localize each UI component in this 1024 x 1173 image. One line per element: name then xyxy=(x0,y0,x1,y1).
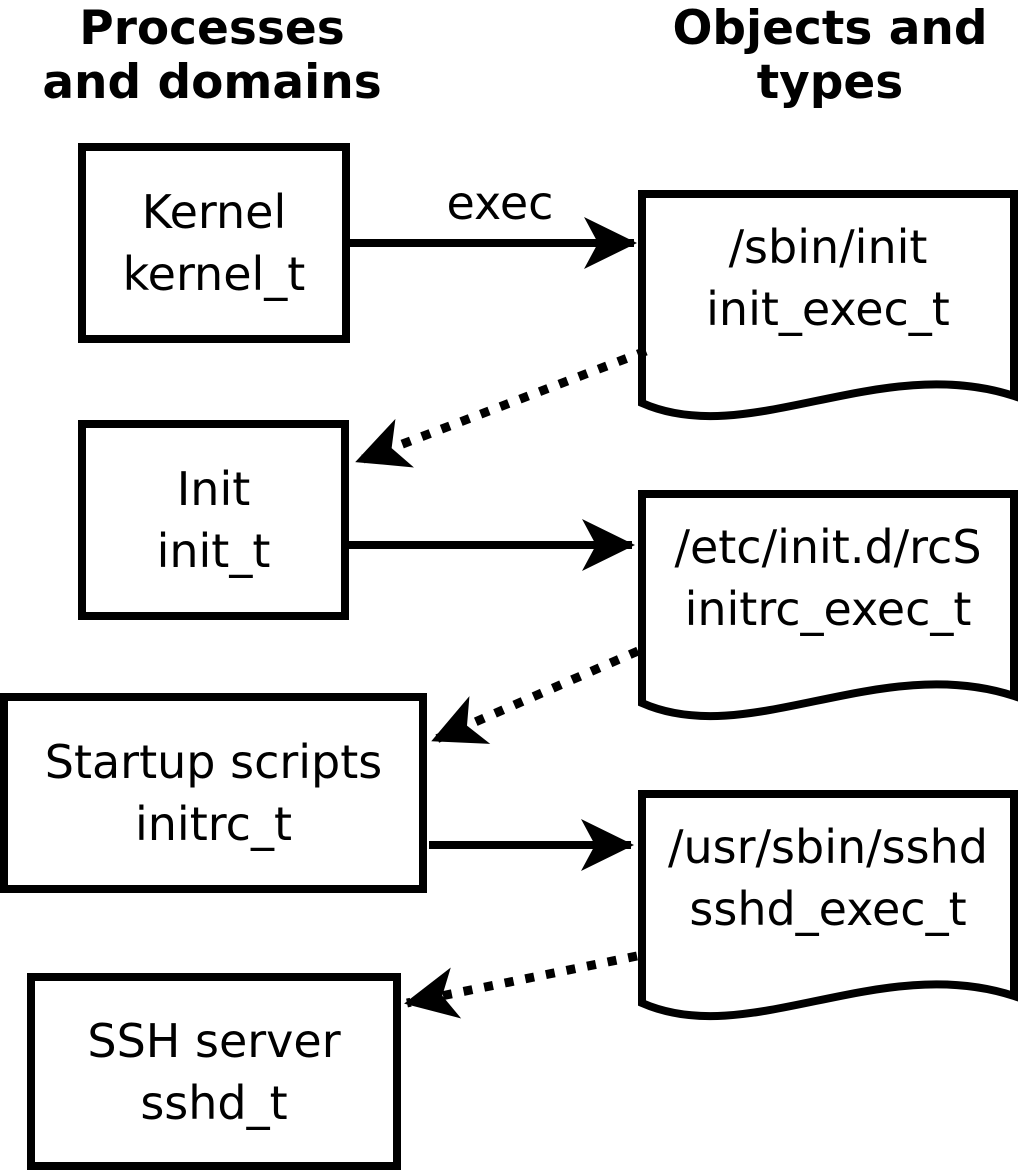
process-box-sshd xyxy=(27,973,401,1170)
process-domain: kernel_t xyxy=(122,247,306,301)
document-shape-sshd-exec xyxy=(638,790,1018,1021)
process-domain: initrc_t xyxy=(135,797,292,851)
exec-arrow-label: exec xyxy=(446,176,554,230)
document-shape-initrc-exec xyxy=(638,490,1018,721)
process-domain: sshd_t xyxy=(140,1075,288,1130)
object-path: /etc/init.d/rcS xyxy=(674,520,982,574)
object-type: sshd_exec_t xyxy=(689,882,967,936)
object-label-sshd-exec: /usr/sbin/sshd sshd_exec_t xyxy=(640,796,1016,960)
dotted-arrow-initrc-exec-to-initrc xyxy=(431,646,640,745)
process-box-init xyxy=(78,420,349,620)
object-type: init_exec_t xyxy=(706,282,950,336)
dotted-arrow-init-exec-to-init xyxy=(355,346,648,468)
column-header-objects: Objects and types xyxy=(672,1,988,110)
process-name: Kernel xyxy=(141,185,287,239)
dotted-arrow-sshd-exec-to-sshd xyxy=(404,951,638,1019)
object-type: initrc_exec_t xyxy=(684,582,972,636)
process-label-initrc: Startup scripts initrc_t xyxy=(0,693,427,893)
object-path: /sbin/init xyxy=(728,220,928,274)
process-box-kernel xyxy=(78,143,350,343)
process-label-sshd: SSH server sshd_t xyxy=(27,973,401,1170)
process-domain: init_t xyxy=(156,524,271,578)
object-label-init-exec: /sbin/init init_exec_t xyxy=(640,196,1016,360)
process-name: Startup scripts xyxy=(44,735,383,789)
process-box-initrc xyxy=(0,693,427,893)
object-path: /usr/sbin/sshd xyxy=(668,820,988,874)
object-label-initrc-exec: /etc/init.d/rcS initrc_exec_t xyxy=(640,496,1016,660)
process-label-kernel: Kernel kernel_t xyxy=(78,143,350,343)
process-label-init: Init init_t xyxy=(78,420,349,620)
process-name: Init xyxy=(176,462,251,516)
document-shape-init-exec xyxy=(638,190,1018,421)
column-header-processes: Processes and domains xyxy=(42,1,382,110)
process-name: SSH server xyxy=(87,1013,341,1068)
